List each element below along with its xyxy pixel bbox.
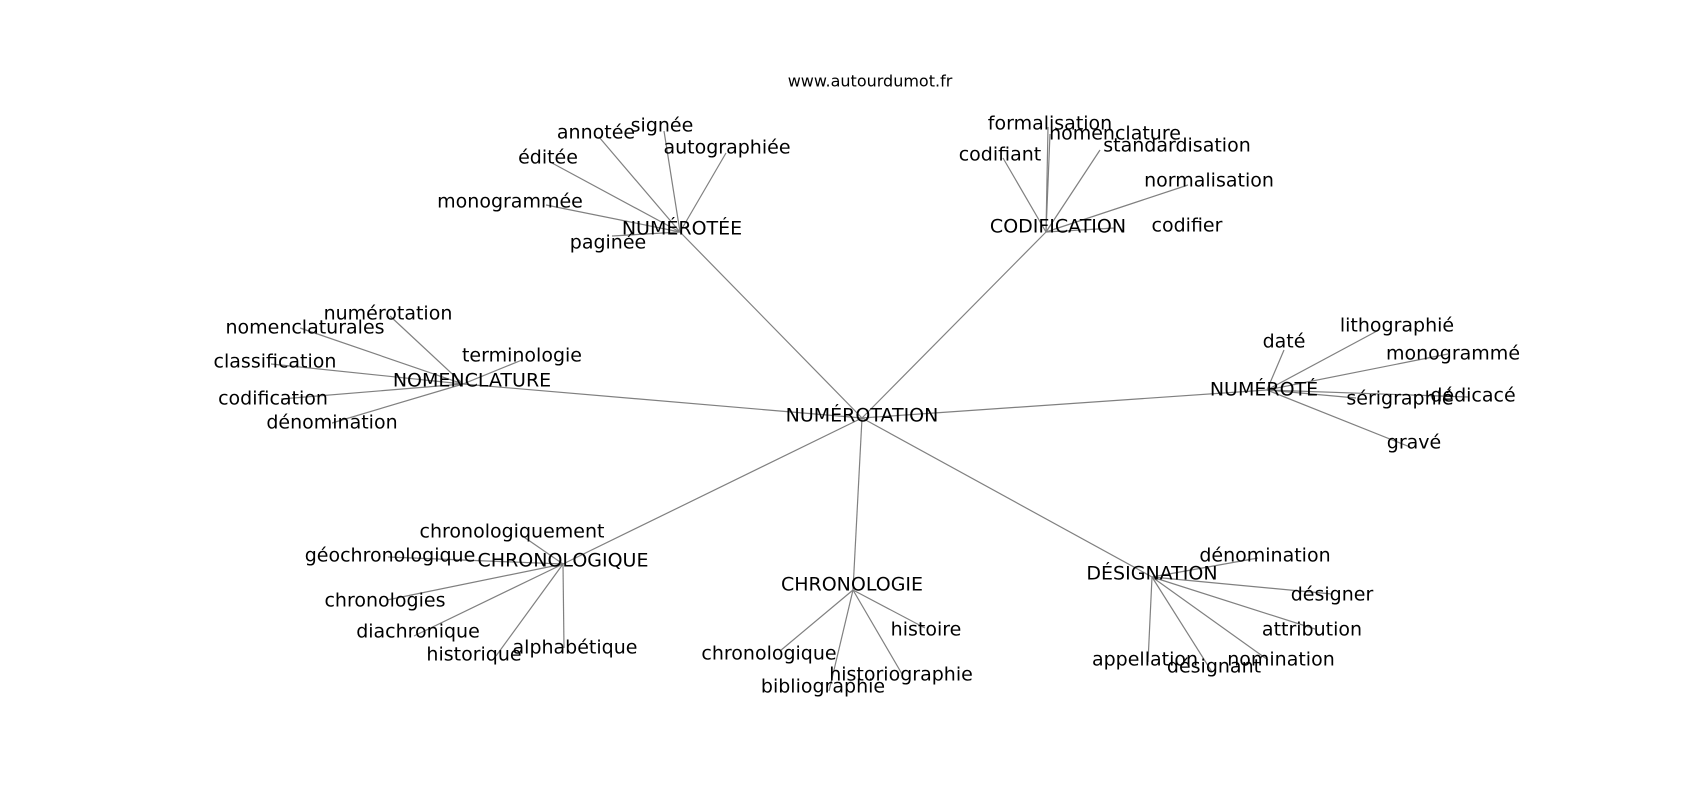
word-node: historiographie <box>829 664 973 686</box>
edge-chronologie-3 <box>828 589 854 692</box>
word-node: monogrammé <box>1386 343 1520 365</box>
edge-center-chronologie <box>852 417 863 591</box>
word-node: dénomination <box>266 412 397 434</box>
word-node: lithographié <box>1340 315 1454 337</box>
word-node: normalisation <box>1144 170 1274 192</box>
word-node: géochronologique <box>305 545 476 567</box>
edge-designation-2 <box>1151 576 1316 630</box>
edge-codification-3 <box>1045 149 1101 233</box>
edge-numerote-1 <box>1266 349 1285 391</box>
edge-numerotee-3 <box>551 162 681 233</box>
word-node: daté <box>1263 331 1306 353</box>
hub-node-nomenclature: NOMENCLATURE <box>393 370 551 392</box>
edge-nomenclature-2 <box>462 359 523 385</box>
edge-nomenclature-5 <box>331 383 464 424</box>
edge-center-nomenclature <box>462 383 863 419</box>
word-node: gravé <box>1387 432 1441 454</box>
word-node: nomination <box>1227 649 1335 671</box>
edge-chronologie-1 <box>779 589 854 652</box>
word-node: dédicacé <box>1430 385 1515 407</box>
word-node: codifier <box>1152 215 1223 237</box>
edge-nomenclature-3 <box>270 363 464 385</box>
edge-designation-0 <box>1151 557 1259 578</box>
word-node: désignant <box>1167 656 1261 678</box>
word-node: chronologies <box>324 590 445 612</box>
edge-numerote-2 <box>1266 353 1449 391</box>
hub-node-chronologique: CHRONOLOGIQUE <box>478 550 649 572</box>
hub-node-codification: CODIFICATION <box>990 216 1126 238</box>
edge-codification-4 <box>1045 184 1189 233</box>
edge-center-codification <box>861 231 1047 419</box>
edge-chronologique-2 <box>386 563 564 601</box>
word-node: chronologiquement <box>420 521 605 543</box>
center-node: NUMÉROTATION <box>786 404 939 427</box>
edge-center-numerote <box>861 389 1268 419</box>
edge-designation-1 <box>1151 576 1333 595</box>
word-node: standardisation <box>1103 135 1251 157</box>
edge-nomenclature-0 <box>389 315 464 385</box>
edge-numerote-3 <box>1266 389 1469 398</box>
edge-nomenclature-1 <box>299 327 464 385</box>
word-node: appellation <box>1092 649 1198 671</box>
word-node: alphabétique <box>513 637 638 659</box>
edge-codification-5 <box>1045 227 1116 233</box>
hub-node-numerotee: NUMÉROTÉE <box>622 217 742 240</box>
edge-center-numerotee <box>679 231 863 419</box>
word-node: histoire <box>891 619 962 641</box>
word-node: nomenclature <box>1049 123 1181 145</box>
word-node: numérotation <box>324 303 453 325</box>
edges <box>270 126 1469 692</box>
edge-chronologique-1 <box>387 556 564 565</box>
word-node: formalisation <box>988 113 1112 135</box>
edge-chronologique-3 <box>413 563 564 637</box>
word-node: classification <box>214 351 337 373</box>
edge-designation-3 <box>1147 576 1153 663</box>
word-node: historique <box>426 644 521 666</box>
word-node: monogrammée <box>437 191 583 213</box>
edge-center-designation <box>861 417 1153 578</box>
word-node: codification <box>218 388 328 410</box>
word-node: chronologique <box>701 643 836 665</box>
word-node: paginée <box>570 232 646 254</box>
edge-chronologique-0 <box>520 534 564 565</box>
word-node: codifiant <box>959 144 1042 166</box>
word-node: signée <box>631 115 694 137</box>
edge-chronologie-2 <box>852 589 903 675</box>
word-node: éditée <box>518 147 578 169</box>
word-node: autographiée <box>663 137 790 159</box>
edge-numerotee-2 <box>679 152 727 233</box>
edge-nomenclature-4 <box>280 383 464 400</box>
source-label: www.autourdumot.fr <box>788 72 953 91</box>
edge-codification-1 <box>1045 133 1051 233</box>
edge-codification-2 <box>1002 157 1047 233</box>
hub-node-designation: DÉSIGNATION <box>1086 562 1217 585</box>
word-node: bibliographie <box>761 676 885 698</box>
word-node: attribution <box>1262 619 1362 641</box>
edge-designation-4 <box>1151 576 1269 661</box>
edge-designation-5 <box>1151 576 1213 673</box>
hub-node-chronologie: CHRONOLOGIE <box>781 574 923 596</box>
word-node: sérigraphié <box>1346 388 1453 410</box>
edge-numerotee-1 <box>598 136 681 233</box>
edge-chronologique-4 <box>562 563 565 649</box>
word-node: désigner <box>1291 584 1374 606</box>
word-node: diachronique <box>356 621 480 643</box>
word-node: nomenclaturales <box>225 317 384 339</box>
edge-numerote-5 <box>1266 389 1411 448</box>
edge-chronologie-0 <box>852 589 926 629</box>
edge-numerote-0 <box>1266 330 1378 391</box>
word-node: annotée <box>557 122 635 144</box>
edge-chronologique-5 <box>495 563 564 657</box>
edge-numerotee-0 <box>663 130 681 233</box>
edge-numerotee-5 <box>611 231 681 237</box>
hub-node-numerote: NUMÉROTÉ <box>1210 378 1318 401</box>
edge-numerote-4 <box>1266 389 1357 399</box>
edge-numerotee-4 <box>545 204 681 233</box>
edge-center-chronologique <box>562 417 863 565</box>
word-node: terminologie <box>462 345 582 367</box>
word-node: dénomination <box>1199 545 1330 567</box>
